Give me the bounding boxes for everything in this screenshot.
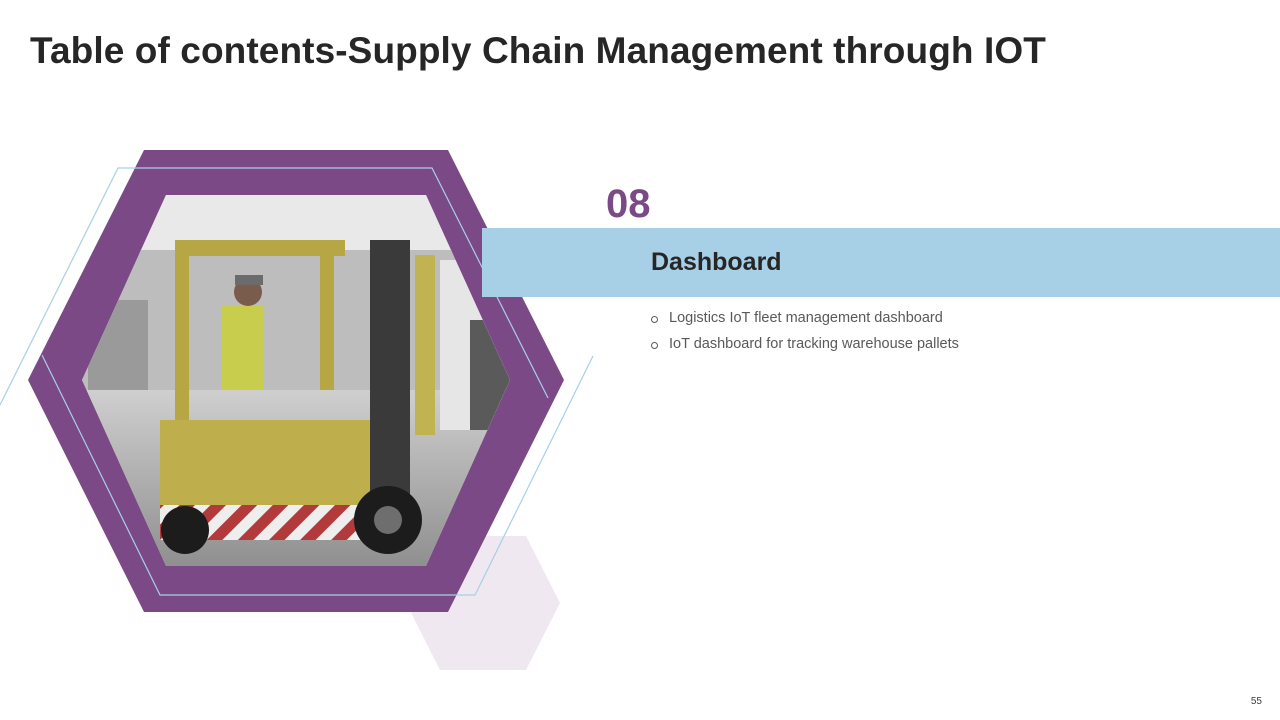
- bullet-list: Logistics IoT fleet management dashboard…: [651, 305, 959, 357]
- bullet-text: IoT dashboard for tracking warehouse pal…: [669, 336, 959, 352]
- circle-bullet-icon: [651, 342, 658, 349]
- forklift-photo: [82, 195, 510, 566]
- bullet-text: Logistics IoT fleet management dashboard: [669, 310, 943, 326]
- slide-title: Table of contents-Supply Chain Managemen…: [30, 30, 1046, 71]
- list-item: IoT dashboard for tracking warehouse pal…: [651, 331, 959, 357]
- section-title: Dashboard: [651, 248, 782, 276]
- circle-bullet-icon: [651, 316, 658, 323]
- list-item: Logistics IoT fleet management dashboard: [651, 305, 959, 331]
- section-band: Dashboard: [482, 228, 1280, 297]
- page-number: 55: [1250, 696, 1262, 707]
- section-number: 08: [606, 182, 651, 226]
